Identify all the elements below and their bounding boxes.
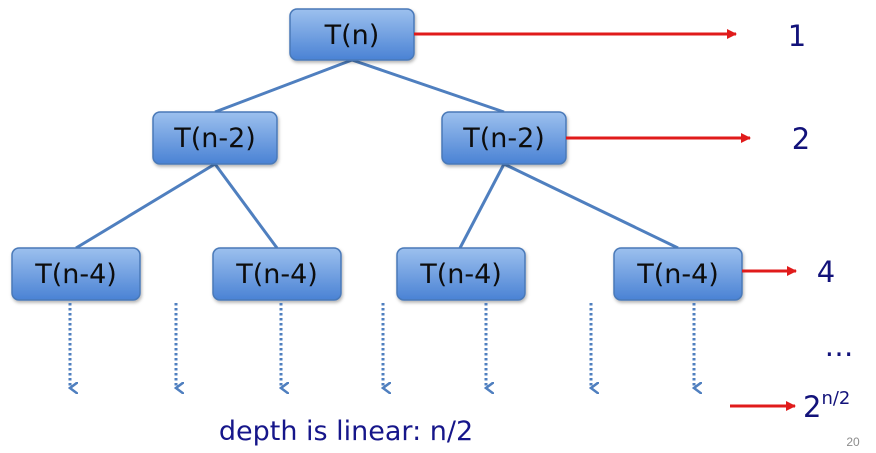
node-label-lr: T(n-4) <box>235 259 318 290</box>
node-label-root: T(n) <box>324 20 380 51</box>
level-count-2: 4 <box>817 255 835 289</box>
tree-node-rl: T(n-4) <box>396 247 526 301</box>
depth-caption: depth is linear: n/2 <box>219 416 473 447</box>
edge-right-rl <box>458 163 506 249</box>
level-arrows <box>414 29 797 411</box>
node-label-left: T(n-2) <box>173 123 256 154</box>
tree-node-root: T(n) <box>289 8 415 61</box>
edge-right-rr <box>503 162 679 250</box>
node-label-ll: T(n-4) <box>34 259 117 290</box>
tree-node-ll: T(n-4) <box>11 247 141 301</box>
edge-left-ll <box>75 162 216 250</box>
edge-left-lr <box>213 163 279 249</box>
final-count-base: 2 <box>803 390 821 424</box>
edge-root-left <box>214 58 353 114</box>
level-ellipsis: … <box>825 329 854 363</box>
final-count-exponent: n/2 <box>821 388 850 409</box>
page-number: 20 <box>846 435 860 449</box>
level-count-0: 1 <box>788 19 806 53</box>
tree-node-left: T(n-2) <box>152 111 278 165</box>
node-label-rr: T(n-4) <box>636 259 719 290</box>
node-label-rl: T(n-4) <box>419 259 502 290</box>
tree-node-lr: T(n-4) <box>212 247 342 301</box>
level-count-1: 2 <box>792 122 810 156</box>
tree-node-right: T(n-2) <box>441 111 567 165</box>
tree-edges <box>75 58 679 250</box>
tree-node-rr: T(n-4) <box>613 247 743 301</box>
continuation-arrows <box>70 303 694 388</box>
edge-root-right <box>351 58 505 114</box>
level-count-final: 2n/2 <box>803 388 850 424</box>
node-label-right: T(n-2) <box>462 123 545 154</box>
